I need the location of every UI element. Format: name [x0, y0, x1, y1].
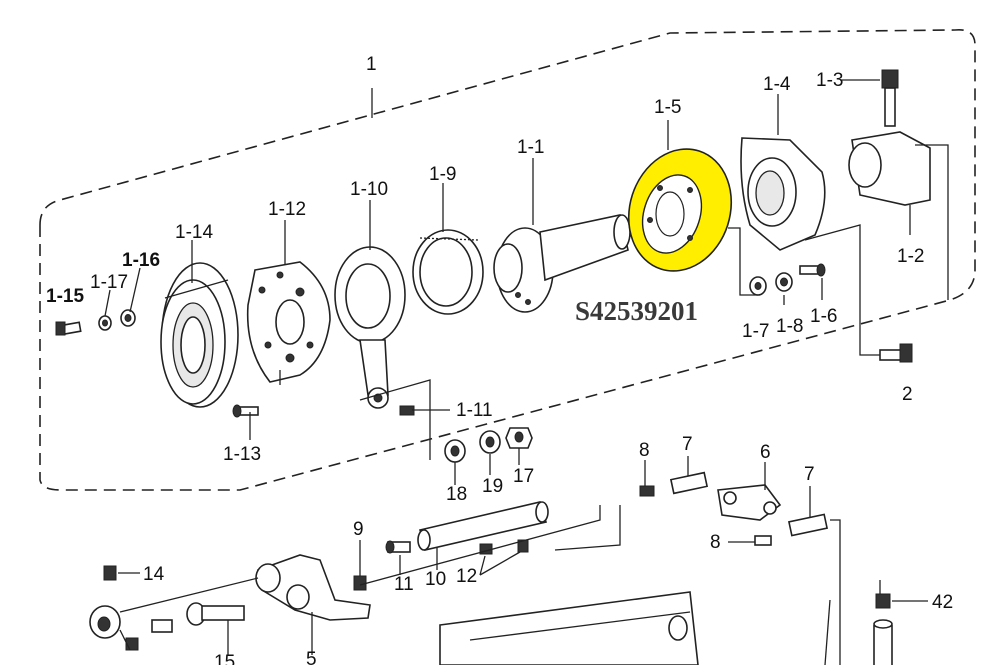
part-17-nut[interactable]	[505, 427, 533, 449]
label-5: 5	[306, 649, 317, 665]
part-2-screw[interactable]	[879, 343, 913, 363]
label-15: 15	[214, 652, 235, 665]
label-7-top: 7	[682, 434, 693, 455]
assembly-boundary	[39, 28, 976, 491]
part-14-set-screw[interactable]	[103, 565, 117, 581]
label-8-top: 8	[639, 440, 650, 461]
label-1-8: 1-8	[776, 316, 803, 337]
part-1-16-washer[interactable]	[120, 309, 136, 327]
rod	[873, 619, 893, 665]
part-11-screw[interactable]	[385, 540, 411, 554]
part-1-8-washer[interactable]	[775, 272, 793, 292]
label-1-2: 1-2	[897, 246, 924, 267]
label-1-17: 1-17	[90, 272, 128, 293]
part-1-11-set-screw[interactable]	[399, 405, 415, 416]
part-7-pin-lower[interactable]	[787, 513, 829, 537]
part-1-12-plate[interactable]	[246, 261, 331, 383]
part-1-5-flange-highlighted[interactable]	[613, 136, 746, 285]
label-42: 42	[932, 592, 953, 613]
label-18: 18	[446, 484, 467, 505]
label-1-7: 1-7	[742, 321, 769, 342]
part-18-washer[interactable]	[444, 439, 466, 463]
label-12: 12	[456, 566, 477, 587]
part-1-13-screw[interactable]	[232, 404, 259, 418]
part-1-7-washer[interactable]	[749, 276, 767, 296]
part-1-4-bearing-housing[interactable]	[740, 137, 826, 251]
part-19-washer[interactable]	[479, 430, 501, 454]
label-19: 19	[482, 476, 503, 497]
part-1-1-shaft[interactable]	[493, 214, 631, 313]
label-2: 2	[902, 384, 913, 405]
part-1-15-screw[interactable]	[55, 321, 82, 336]
label-1-1: 1-1	[517, 137, 544, 158]
part-1-14-cover-disc[interactable]	[160, 262, 239, 408]
label-1-12: 1-12	[268, 199, 306, 220]
part-1-3-bolt[interactable]	[881, 69, 899, 127]
part-1-17-washer[interactable]	[98, 315, 112, 331]
part-5-crank-lever[interactable]	[255, 554, 371, 621]
label-9: 9	[353, 519, 364, 540]
label-6: 6	[760, 442, 771, 463]
part-1-9-gear-ring[interactable]	[412, 229, 484, 315]
part-8-screw-top[interactable]	[639, 485, 655, 497]
label-1-13: 1-13	[223, 444, 261, 465]
part-number: S42539201	[575, 296, 698, 326]
part-6-link[interactable]	[717, 484, 782, 521]
part-7-pin-top[interactable]	[669, 471, 709, 495]
label-1-10: 1-10	[350, 179, 388, 200]
part-1-10-eccentric-ring[interactable]	[334, 246, 406, 409]
label-1-4: 1-4	[763, 74, 791, 95]
label-1-3: 1-3	[816, 70, 843, 91]
part-15-screw[interactable]	[151, 602, 245, 633]
collar[interactable]	[89, 605, 139, 651]
part-9-set-screw[interactable]	[353, 575, 367, 591]
label-11: 11	[394, 574, 414, 595]
label-1-11: 1-11	[456, 400, 493, 421]
label-1-15: 1-15	[46, 286, 84, 307]
label-8-lower: 8	[710, 532, 721, 553]
base-plate	[439, 591, 699, 665]
label-7-lower: 7	[804, 464, 815, 485]
label-10: 10	[425, 569, 446, 590]
leader-lines	[104, 79, 949, 665]
part-8-screw-lower[interactable]	[754, 535, 772, 546]
label-14: 14	[143, 564, 165, 585]
part-42-set-screw[interactable]	[875, 593, 891, 609]
label-17: 17	[513, 466, 534, 487]
label-1-6: 1-6	[810, 306, 837, 327]
label-1-9: 1-9	[429, 164, 456, 185]
label-1-5: 1-5	[654, 97, 681, 118]
label-1-16: 1-16	[122, 250, 160, 271]
label-1: 1	[366, 54, 377, 75]
part-1-2-clamp[interactable]	[848, 131, 931, 206]
part-1-6-screw[interactable]	[799, 263, 826, 277]
label-1-14: 1-14	[175, 222, 213, 243]
part-10-shaft[interactable]	[417, 501, 549, 551]
